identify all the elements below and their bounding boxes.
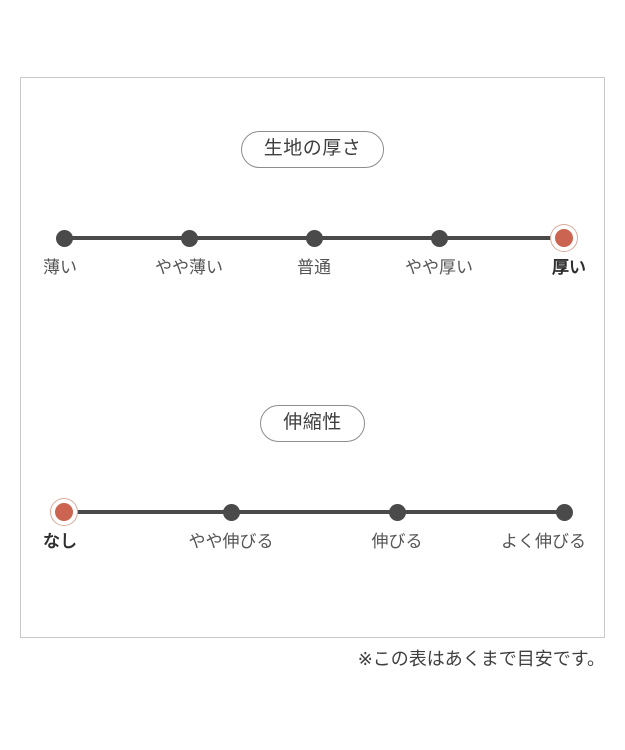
scale-node-thickness-3[interactable]	[430, 230, 448, 247]
scale-label-stretch-2: 伸びる	[371, 532, 423, 551]
disclaimer-note: ※この表はあくまで目安です。	[357, 649, 605, 669]
scale-stretch: なし やや伸びる 伸びる よく伸びる	[21, 476, 604, 566]
scale-node-stretch-0[interactable]	[51, 499, 77, 525]
chart-panel: 生地の厚さ 薄い やや薄い 普通 やや厚い 厚い 伸縮性 なし や	[20, 77, 605, 638]
scale-node-stretch-2[interactable]	[388, 504, 406, 521]
section-title-stretch: 伸縮性	[260, 405, 365, 442]
scale-label-thickness-0: 薄い	[43, 258, 77, 277]
scale-node-thickness-4[interactable]	[551, 225, 577, 251]
scale-node-stretch-1[interactable]	[222, 504, 240, 521]
scale-node-thickness-0[interactable]	[55, 230, 73, 247]
scale-label-stretch-3: よく伸びる	[501, 532, 586, 551]
scale-label-stretch-1: やや伸びる	[188, 532, 274, 551]
section-title-thickness: 生地の厚さ	[240, 131, 385, 168]
section-title-row-thickness: 生地の厚さ	[21, 131, 604, 168]
scale-node-stretch-3[interactable]	[555, 504, 573, 521]
section-title-row-stretch: 伸縮性	[21, 405, 604, 442]
scale-label-thickness-3: やや厚い	[405, 258, 473, 277]
scale-label-thickness-4: 厚い	[552, 258, 586, 277]
scale-node-thickness-1[interactable]	[180, 230, 198, 247]
scale-thickness: 薄い やや薄い 普通 やや厚い 厚い	[21, 202, 604, 292]
scale-label-thickness-1: やや薄い	[155, 258, 223, 277]
scale-track-stretch	[64, 510, 564, 514]
scale-label-stretch-0: なし	[43, 532, 77, 551]
scale-node-thickness-2[interactable]	[305, 230, 323, 247]
scale-label-thickness-2: 普通	[297, 258, 331, 277]
